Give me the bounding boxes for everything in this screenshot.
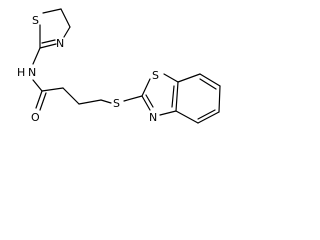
atom-label-thiazoline-s: S (32, 14, 39, 27)
molecule-drawing: S N N H O S S N (17, 8, 221, 124)
atom-label-carbonyl-o: O (31, 111, 40, 124)
atom-label-amide-h: H (17, 66, 25, 79)
atom-labels: S N N H O S S N (17, 14, 159, 124)
bond-c5-c4 (60, 8, 71, 28)
bond-c1-c2 (41, 87, 64, 92)
bond-s1-c5 (42, 8, 62, 14)
bond-c7-c6 (199, 73, 221, 87)
bond-carbonyl-o-double (39, 92, 47, 111)
bond-c2-c3 (62, 87, 80, 105)
bond-c4-n3 (63, 26, 71, 38)
structure-diagram: S N N H O S S N (0, 0, 233, 143)
bond-s-c2bt (123, 95, 143, 102)
atom-label-benzothiazole-s: S (152, 69, 159, 82)
bond-c5-c4b-inner (197, 109, 216, 120)
bond-c7-c6-inner (199, 78, 217, 90)
bonds (32, 8, 221, 124)
bond-n3-c2-double (41, 39, 56, 44)
bond-c7a-c3a (175, 81, 179, 112)
atom-label-thiazoline-n: N (56, 37, 64, 50)
bond-c2bt-s1bt (141, 78, 151, 97)
bond-c2bt-n3bt-double (145, 94, 154, 108)
bond-c4b-c3a (175, 110, 199, 124)
bond-c4-s (100, 99, 112, 104)
atom-label-benzothiazole-n: N (149, 111, 157, 124)
atom-label-thioether-s: S (113, 97, 120, 110)
bond-c5-c4b (197, 111, 220, 124)
bond-n3bt-c3a (159, 110, 177, 116)
bond-c6-c5 (218, 85, 221, 113)
bond-c7a-c7 (177, 73, 201, 83)
bond-c3-c4 (78, 99, 102, 105)
bond-n3-c2 (39, 43, 57, 49)
bond-c7a-c3a-inner (171, 85, 175, 108)
bond-c2bt-n3bt (141, 95, 151, 111)
bond-nh-carbonyl (32, 79, 43, 92)
bond-c2-nh (32, 47, 41, 65)
bond-s1bt-c7a (163, 73, 179, 83)
atom-label-amide-n: N (28, 66, 36, 79)
bond-carbonyl-o (35, 90, 43, 109)
